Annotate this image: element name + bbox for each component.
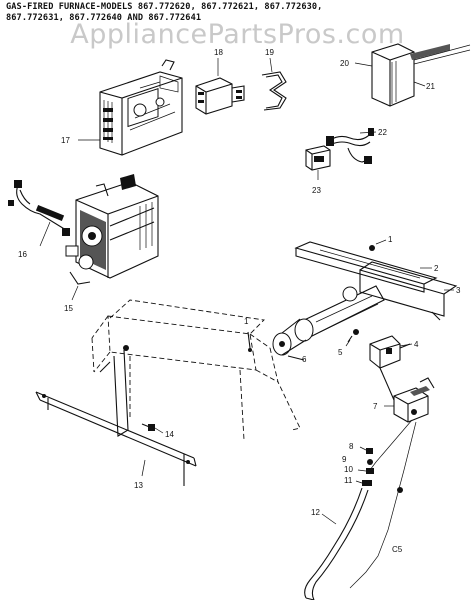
part-12-pilot-tube[interactable]: [304, 487, 369, 600]
callout-21: 21: [426, 82, 435, 91]
leader-4: [399, 343, 413, 347]
part-20-transformer[interactable]: [371, 43, 471, 107]
callout-4: 4: [414, 340, 419, 349]
callout-12: 12: [311, 508, 320, 517]
part-9-ferrule[interactable]: [367, 459, 373, 465]
leader-8: [359, 446, 367, 451]
part-23-switch[interactable]: [305, 145, 331, 180]
part-6-burner[interactable]: [272, 285, 385, 361]
callout-14: 14: [165, 430, 174, 439]
part-7-pilot-assembly[interactable]: [393, 377, 435, 423]
part-1-screw[interactable]: [369, 245, 375, 251]
watermark: AppliancePartsPros.com: [70, 19, 405, 50]
part-18-relay[interactable]: [195, 77, 245, 115]
burner-box-outline: [91, 299, 301, 441]
leader-22: [359, 131, 377, 134]
callout-18: 18: [214, 48, 223, 57]
callout-1b: 1: [244, 317, 249, 326]
callout-15: 15: [64, 304, 73, 313]
leader-16: [39, 221, 51, 247]
callout-16: 16: [18, 250, 27, 259]
callout-23: 23: [312, 186, 321, 195]
callout-22: 22: [378, 128, 387, 137]
callout-17: 17: [61, 136, 70, 145]
part-15-gas-valve[interactable]: [65, 174, 159, 285]
part-13-bracket[interactable]: [35, 345, 197, 486]
part-14-screw[interactable]: [141, 423, 155, 431]
callout-2: 2: [434, 264, 439, 273]
leader-19: [269, 57, 273, 73]
part-3-burner-tray[interactable]: [359, 261, 458, 321]
leader-13: [141, 459, 146, 477]
callout-1a: 1: [388, 235, 393, 244]
part-11-connector[interactable]: [362, 480, 372, 486]
callout-3: 3: [456, 286, 461, 295]
leader-10: [357, 469, 367, 472]
leader-14: [154, 427, 164, 434]
callout-19: 19: [265, 48, 274, 57]
diagram-title: GAS-FIRED FURNACE-MODELS 867.772620, 867…: [6, 2, 323, 23]
leader-21: [413, 81, 426, 87]
leader-20: [354, 62, 373, 67]
diagram-code: C5: [392, 545, 403, 554]
part-5-orifice[interactable]: [347, 329, 359, 343]
part-1-screw-b[interactable]: [247, 331, 252, 352]
callout-5: 5: [338, 348, 343, 357]
part-16-wire-lead[interactable]: [8, 180, 70, 236]
thermocouple-lead: [349, 421, 417, 589]
part-22-wire-harness[interactable]: [326, 128, 374, 164]
part-19-clip[interactable]: [261, 71, 287, 111]
part-8-nut[interactable]: [366, 448, 373, 454]
part-10-fitting[interactable]: [366, 468, 374, 474]
callout-6: 6: [302, 355, 307, 364]
callout-11: 11: [344, 476, 353, 485]
leader-1a: [375, 239, 387, 245]
callout-20: 20: [340, 59, 349, 68]
callout-10: 10: [344, 465, 353, 474]
part-2-burner-rail[interactable]: [294, 241, 438, 293]
part-17-control-board[interactable]: [99, 59, 183, 156]
callout-13: 13: [134, 481, 143, 490]
leader-15: [71, 285, 79, 301]
leader-11: [355, 480, 363, 484]
leader-12: [321, 513, 337, 525]
callout-8: 8: [349, 442, 354, 451]
leader-5: [345, 339, 351, 347]
callout-9: 9: [342, 455, 347, 464]
callout-7: 7: [373, 402, 378, 411]
